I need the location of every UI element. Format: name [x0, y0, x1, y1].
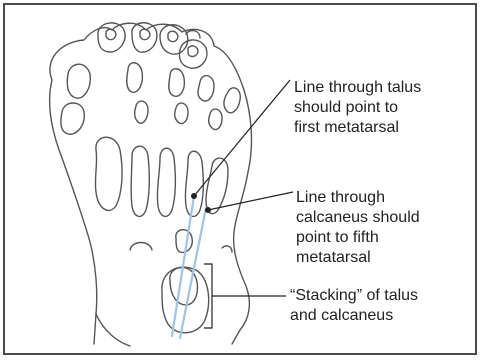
talus-leader [194, 80, 290, 196]
metatarsal-4 [185, 151, 203, 216]
calcaneus-leader-dot [206, 208, 211, 213]
calcaneus-axis-line [180, 208, 206, 338]
phalanx-4 [198, 76, 214, 101]
bone-a [61, 103, 84, 134]
metatarsal-1 [95, 137, 122, 210]
phalanx-3 [169, 69, 185, 97]
phalanx-1 [67, 64, 90, 98]
foot-outline-left [50, 80, 97, 344]
metatarsal-2 [131, 146, 149, 216]
phalanx-2 [127, 63, 143, 93]
navicular [176, 230, 192, 253]
bone-b [135, 101, 148, 123]
talus-leader-dot [192, 194, 197, 199]
bone-c [175, 103, 188, 123]
calcaneus-line-label: Line through calcaneus should point to f… [296, 188, 476, 268]
phalanx-5 [224, 88, 240, 113]
toe-4 [179, 40, 206, 68]
bone-d [209, 109, 222, 129]
stacking-label: “Stacking” of talus and calcaneus [290, 286, 470, 326]
talus-line-label: Line through talus should point to first… [294, 78, 474, 138]
metatarsal-5 [206, 158, 228, 214]
calcaneus-leader [208, 192, 293, 210]
talus-axis-line [172, 196, 194, 336]
metatarsal-3 [157, 148, 175, 216]
toe-2 [132, 23, 157, 52]
toe-3 [160, 25, 188, 54]
calcaneus [162, 267, 209, 333]
